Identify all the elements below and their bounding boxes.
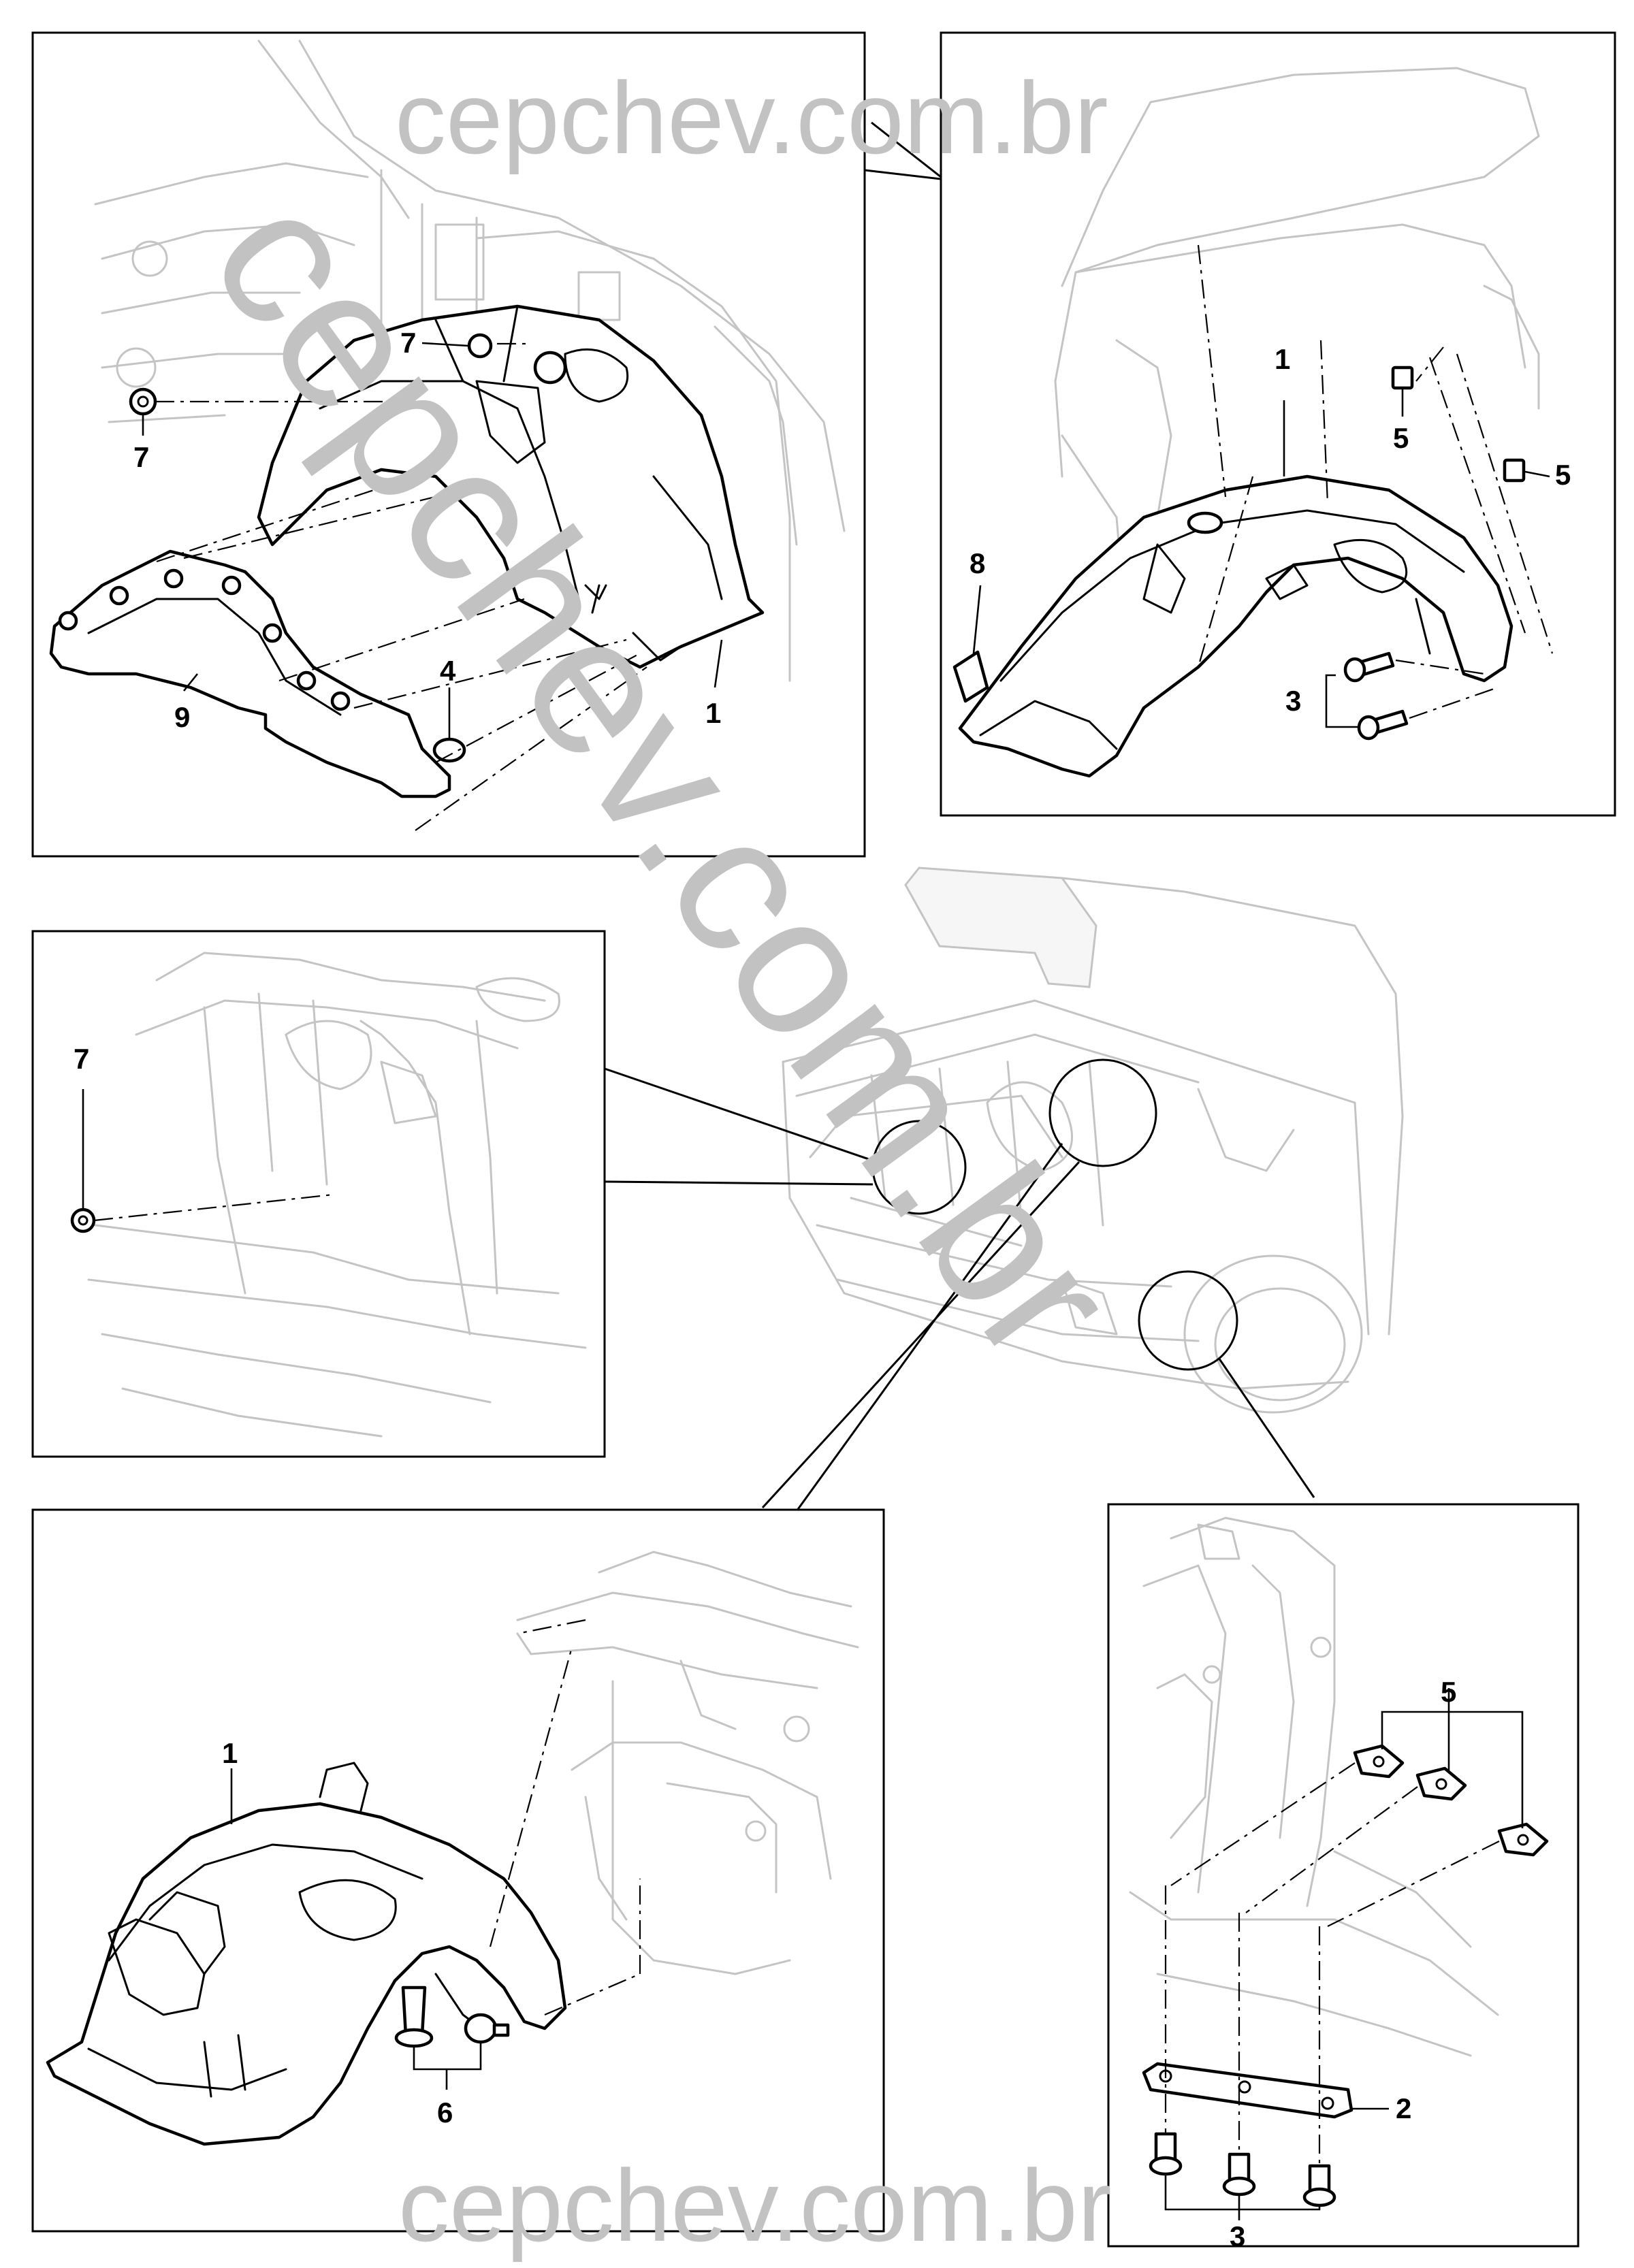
- nut-5b: [1503, 458, 1526, 483]
- detail-locator-circles: [871, 1058, 1238, 1371]
- wheelhouse-liner: [46, 1802, 567, 2146]
- watermark-bottom: cepchev.com.br: [398, 2148, 1112, 2263]
- panel-3-background: [87, 952, 587, 1438]
- panel-1-parts: [49, 304, 765, 798]
- callout-p1-7: 7: [133, 441, 149, 473]
- callout-p1-7b: 7: [400, 327, 416, 359]
- panel-5-dash-lines: [1164, 1762, 1500, 2166]
- callout-p1-1: 1: [705, 697, 721, 729]
- callout-p5-3: 3: [1230, 2220, 1245, 2252]
- panel-5-frame: [1107, 1503, 1580, 2248]
- panel-1-leaders: [142, 342, 723, 739]
- front-liner: [49, 549, 451, 798]
- fastener-clip-7: [129, 387, 157, 416]
- push-pin-6a: [401, 1986, 427, 2037]
- panel-2-parts: [952, 366, 1526, 778]
- callout-p5-5: 5: [1441, 1676, 1456, 1708]
- callout-p4-6: 6: [437, 2096, 453, 2128]
- watermark-top: cepchev.com.br: [395, 61, 1108, 175]
- fastener-clip-7: [70, 1208, 96, 1233]
- callout-p1-4: 4: [440, 655, 456, 687]
- nut-5a: [1391, 366, 1414, 390]
- panel-4-leaders: [230, 1768, 482, 2090]
- panel-2-background: [1054, 67, 1540, 600]
- callout-p2-1: 1: [1275, 343, 1290, 375]
- clip-8: [952, 650, 989, 703]
- callout-p2-3: 3: [1285, 685, 1301, 717]
- panel-1-background: [94, 39, 846, 682]
- panel-3-frame: [31, 930, 606, 1458]
- callout-p5-2: 2: [1396, 2092, 1411, 2124]
- callout-p2-8: 8: [970, 547, 985, 579]
- panel-3-parts: [70, 1208, 96, 1233]
- panel-4-background: [516, 1551, 859, 1975]
- nut-5b: [1415, 1766, 1467, 1801]
- panel-4-parts: [46, 1762, 567, 2146]
- panel-4-dash-lines: [489, 1619, 641, 2016]
- panel-2-leaders: [972, 389, 1550, 728]
- panel-1-dash-lines: [155, 342, 647, 831]
- vehicle-front-view: [782, 866, 1404, 1414]
- detail-connector-lines: [604, 121, 1315, 1512]
- panel-5-background: [1129, 1517, 1499, 2057]
- wheelhouse-liner: [257, 304, 765, 669]
- nut-5a: [1353, 1744, 1405, 1779]
- push-pin-6b: [464, 2013, 498, 2044]
- callout-p1-9: 9: [174, 701, 190, 733]
- callout-p2-5a: 5: [1393, 422, 1409, 454]
- callout-p4-1: 1: [222, 1737, 238, 1769]
- callout-p3-7: 7: [74, 1043, 89, 1075]
- panel-5-leaders: [1164, 1688, 1524, 2220]
- panel-2-dash-lines: [1197, 244, 1554, 719]
- callout-p2-5b: 5: [1555, 459, 1571, 491]
